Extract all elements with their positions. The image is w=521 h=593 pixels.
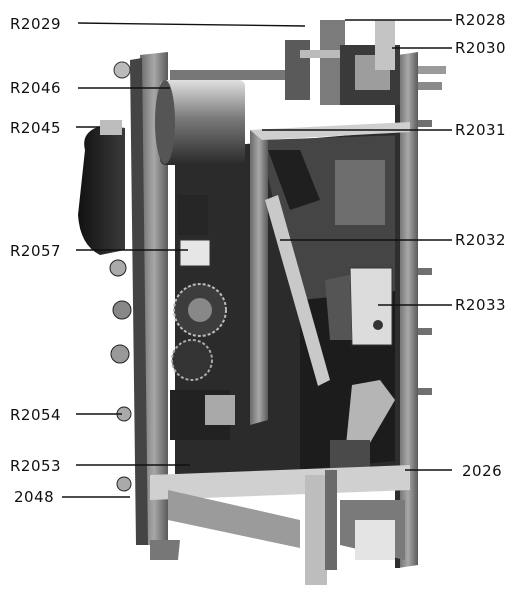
label-r2046: R2046 (10, 79, 61, 97)
label-r2031: R2031 (455, 121, 506, 139)
leader-lines (62, 19, 452, 498)
photo-content (78, 20, 446, 585)
callout-labels: R2029 R2028 R2030 R2046 R2045 R2031 R203… (10, 11, 506, 506)
label-r2045: R2045 (10, 119, 61, 137)
label-r2026: 2026 (462, 462, 502, 480)
label-r2053: R2053 (10, 457, 61, 475)
label-r2029: R2029 (10, 15, 61, 33)
label-r2030: R2030 (455, 39, 506, 57)
label-r2054: R2054 (10, 406, 61, 424)
leader-r2029 (77, 22, 306, 27)
label-r2028: R2028 (455, 11, 506, 29)
label-r2057: R2057 (10, 242, 61, 260)
label-r2033: R2033 (455, 296, 506, 314)
label-r2048: 2048 (14, 488, 54, 506)
label-r2032: R2032 (455, 231, 506, 249)
